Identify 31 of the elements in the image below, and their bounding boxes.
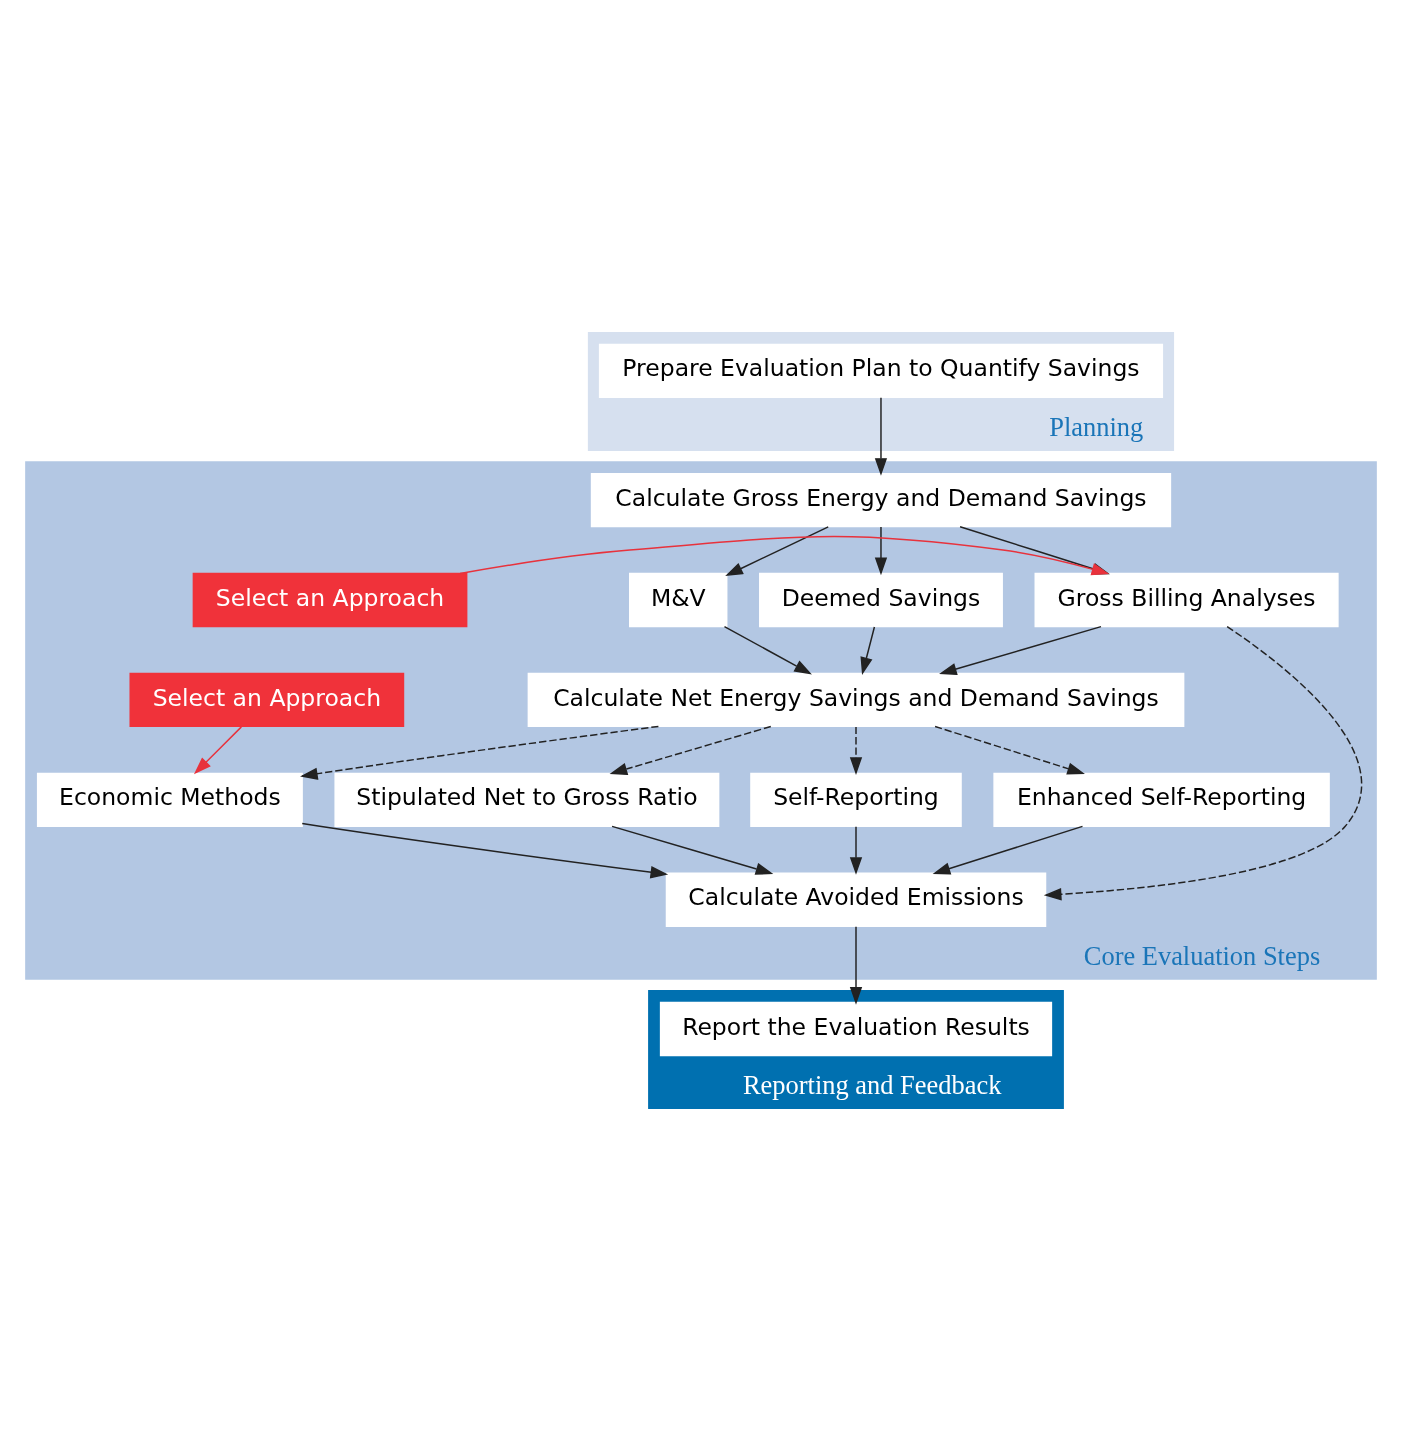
node-box: Economic Methods [36,772,303,827]
node-box: Enhanced Self-Reporting [993,772,1330,827]
node-box: Stipulated Net to Gross Ratio [334,772,720,827]
arrow [860,625,876,675]
node-box: Select an Approach [192,572,468,627]
node-box: Select an Approach [129,672,405,727]
node-box: M&V [629,572,728,627]
arrow [932,825,1084,874]
arrow [723,625,812,674]
arrow [874,525,888,575]
arrow [611,825,774,875]
arrow [849,925,863,1005]
arrow [874,396,888,476]
node-box: Prepare Evaluation Plan to Quantify Savings [598,343,1164,398]
arrow [934,725,1085,775]
node-box: Deemed Savings [759,572,1003,627]
arrow [725,525,829,576]
arrow [301,822,669,878]
node-box: Calculate Gross Energy and Demand Savings [590,472,1172,527]
arrow [849,725,863,775]
arrow [939,625,1102,675]
arrow [193,725,243,774]
node-box: Calculate Net Energy Savings and Demand Savings [527,672,1185,727]
arrow [300,725,660,780]
node-box: Report the Evaluation Results [659,1001,1053,1056]
node-box: Gross Billing Analyses [1034,572,1339,627]
arrow [1043,625,1363,900]
node-box: Calculate Avoided Emissions [665,872,1047,927]
arrow [849,825,863,875]
node-box: Self-Reporting [750,772,962,827]
arrow [609,725,772,775]
